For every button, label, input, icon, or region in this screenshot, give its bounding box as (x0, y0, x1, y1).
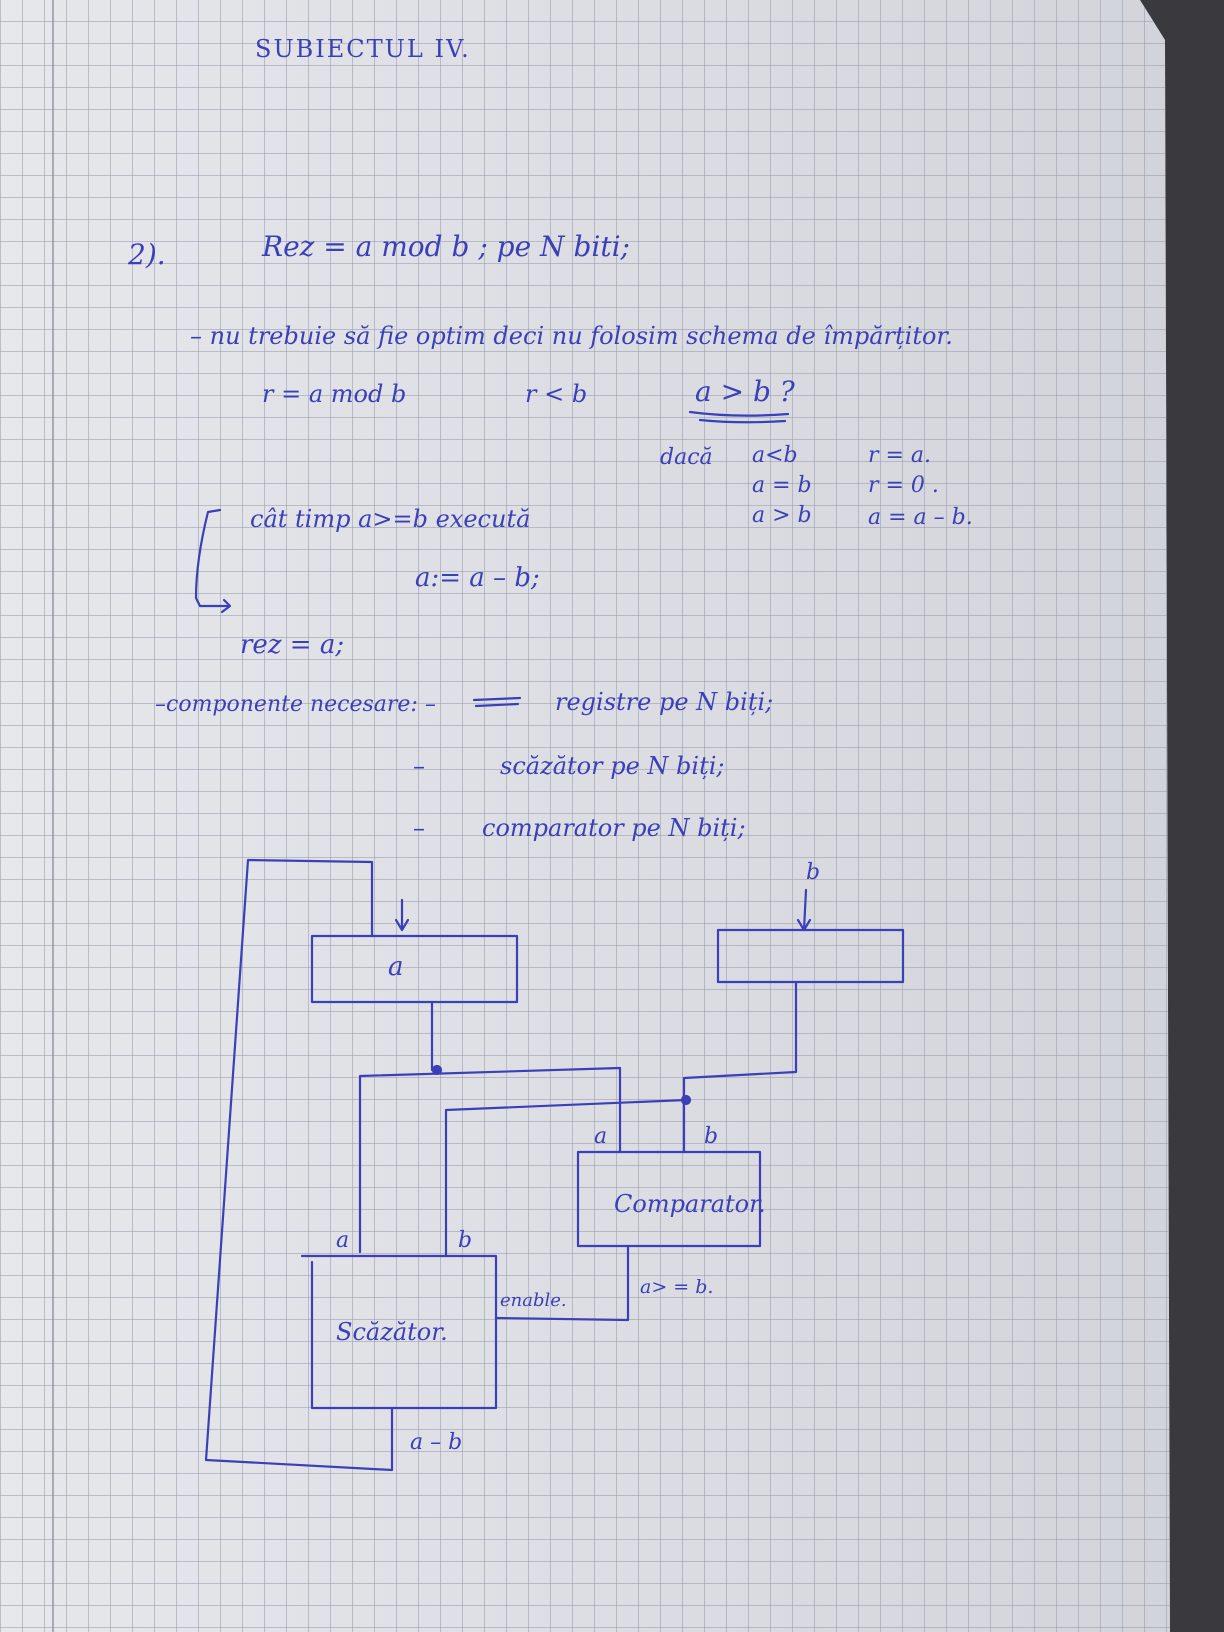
component-item: comparator pe N biți; (482, 814, 746, 842)
component-item: registre pe N biți; (555, 688, 774, 716)
algorithm-body: a:= a – b; (415, 563, 540, 593)
comparator-box (576, 1150, 762, 1248)
subtractor-label: Scăzător. (336, 1318, 448, 1346)
bus-a (358, 1000, 622, 1254)
comparator-output: a> = b. (640, 1276, 714, 1298)
feedback-arrow (394, 898, 410, 932)
input-b-label: b (806, 860, 821, 885)
enable-wire (494, 1244, 630, 1322)
circuit-diagram (194, 410, 905, 1472)
question-underline (698, 418, 787, 424)
algorithm-loop: cât timp a>=b execută (250, 505, 531, 533)
subtractor-output-label: a – b (410, 1430, 463, 1455)
problem-number: 2). (128, 238, 166, 271)
notebook-page: SUBIECTUL IV. 2). Rez = a mod b ; pe N b… (0, 0, 1170, 1632)
register-b (716, 928, 905, 984)
component-item: scăzător pe N biți; (500, 752, 725, 780)
components-label: –componente necesare: – (155, 692, 436, 717)
subtractor-input-a: a (336, 1228, 350, 1253)
register-a (310, 934, 519, 1004)
case-cond: a = b (752, 473, 812, 498)
subtractor-box (300, 1254, 498, 1410)
component-dash: – (413, 814, 425, 842)
case-result: a = a – b. (868, 505, 973, 530)
case-result: r = 0 . (868, 473, 939, 498)
register-a-label: a (388, 952, 404, 982)
feedback-wire (204, 858, 394, 1472)
case-cond: a > b (752, 503, 812, 528)
component-dash: – (413, 752, 425, 780)
strikeout-mark (472, 696, 522, 708)
page-title: SUBIECTUL IV. (255, 35, 471, 63)
margin-line (52, 0, 54, 1632)
cases-daca: dacă (660, 445, 713, 470)
loop-arrow (220, 598, 232, 614)
problem-statement: Rez = a mod b ; pe N biti; (262, 230, 630, 263)
comparator-label: Comparator. (614, 1190, 766, 1218)
comparator-input-b: b (704, 1124, 719, 1149)
definition-r: r = a mod b (262, 380, 407, 408)
comparator-input-a: a (594, 1124, 608, 1149)
bus-b (444, 980, 798, 1258)
question: a > b ? (695, 375, 795, 408)
subtractor-input-b: b (458, 1228, 473, 1253)
enable-label: enable. (500, 1290, 567, 1311)
loop-bracket (194, 508, 230, 608)
problem-note: – nu trebuie să fie optim deci nu folosi… (190, 322, 953, 350)
input-b-arrow (796, 888, 812, 932)
junction-dot (431, 1064, 443, 1076)
condition-r-lt-b: r < b (525, 380, 588, 408)
case-cond: a<b (752, 443, 798, 468)
question-underline (688, 410, 790, 417)
algorithm-result: rez = a; (240, 630, 345, 660)
junction-dot (680, 1094, 692, 1106)
case-result: r = a. (868, 443, 932, 468)
